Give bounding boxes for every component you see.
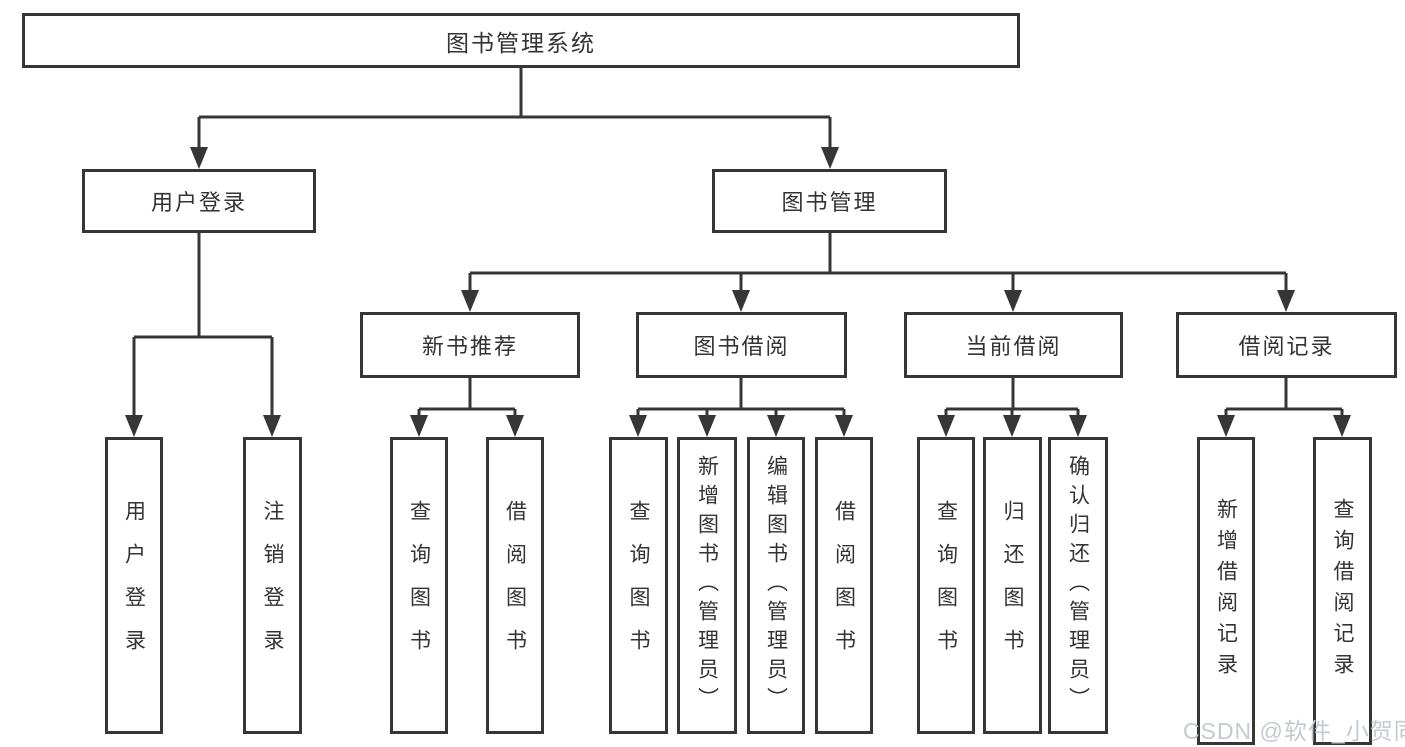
leaf-query-books-borrow: 查询图书: [609, 437, 668, 734]
node-label: 用户登录: [122, 499, 146, 672]
node-current-borrowing: 当前借阅: [904, 312, 1123, 378]
node-label: 图书管理: [781, 190, 878, 215]
node-borrow-records: 借阅记录: [1176, 312, 1397, 378]
node-label: 图书管理系统: [446, 29, 596, 56]
node-label: 新增图书（管理员）: [695, 455, 719, 716]
node-label: 用户登录: [150, 190, 247, 215]
node-label: 借阅图书: [503, 499, 527, 672]
node-label: 查询图书: [627, 499, 650, 672]
leaf-query-books-recommend: 查询图书: [390, 437, 448, 734]
node-label: 借阅记录: [1238, 334, 1335, 359]
node-label: 归还图书: [1001, 499, 1024, 672]
node-new-book-recommend: 新书推荐: [360, 312, 580, 378]
leaf-borrow-books: 借阅图书: [815, 437, 873, 734]
csdn-watermark: CSDN @软件_小贺同学: [1183, 718, 1405, 744]
node-label: 新书推荐: [421, 334, 518, 359]
node-label: 当前借阅: [965, 334, 1062, 359]
leaf-borrow-books-recommend: 借阅图书: [486, 437, 544, 734]
leaf-query-borrow-record: 查询借阅记录: [1313, 437, 1372, 745]
node-label: 查询图书: [407, 499, 431, 672]
node-label: 查询借阅记录: [1331, 498, 1354, 684]
leaf-add-book-admin: 新增图书（管理员）: [677, 437, 737, 734]
node-label: 查询图书: [934, 499, 958, 672]
node-book-borrowing: 图书借阅: [636, 312, 847, 378]
node-label: 编辑图书（管理员）: [764, 455, 788, 716]
leaf-query-books-current: 查询图书: [917, 437, 975, 734]
node-label: 新增借阅记录: [1214, 498, 1238, 684]
leaf-edit-book-admin: 编辑图书（管理员）: [747, 437, 805, 734]
node-user-login: 用户登录: [82, 169, 316, 233]
leaf-add-borrow-record: 新增借阅记录: [1197, 437, 1255, 745]
leaf-return-book: 归还图书: [983, 437, 1042, 734]
leaf-logout: 注销登录: [243, 437, 302, 734]
leaf-user-login: 用户登录: [105, 437, 163, 734]
node-library-system: 图书管理系统: [22, 13, 1020, 68]
node-book-management: 图书管理: [712, 169, 947, 233]
leaf-confirm-return-admin: 确认归还（管理员）: [1048, 437, 1108, 734]
node-label: 借阅图书: [832, 499, 856, 672]
node-label: 图书借阅: [693, 334, 790, 359]
node-label: 确认归还（管理员）: [1066, 455, 1090, 716]
node-label: 注销登录: [261, 499, 284, 672]
